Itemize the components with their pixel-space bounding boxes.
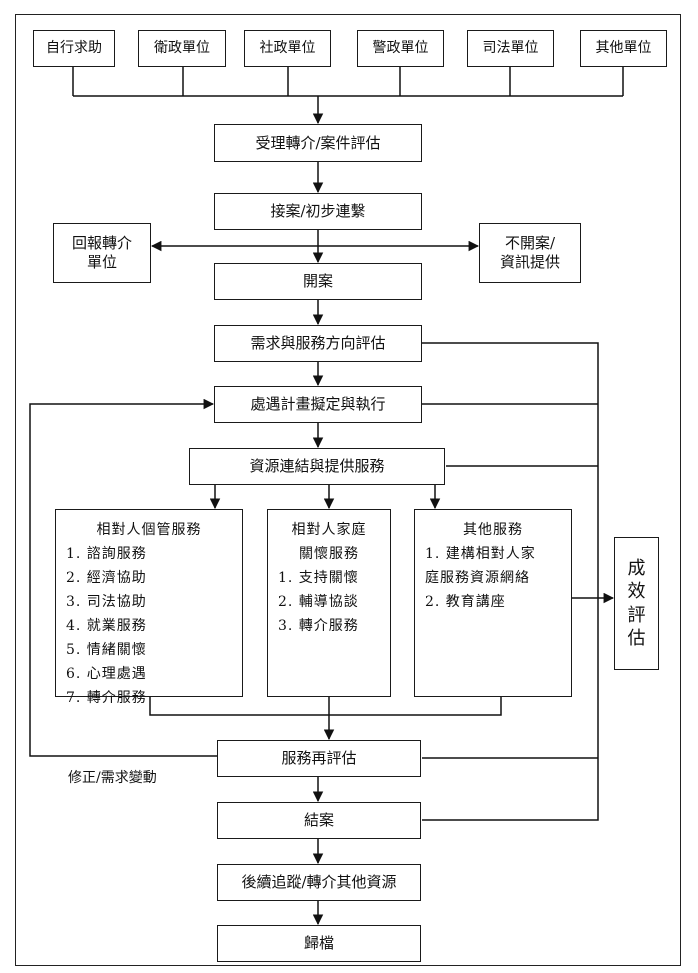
list-item: 4. 就業服務 bbox=[66, 618, 147, 634]
right-loop-line bbox=[422, 342, 599, 821]
loop-label: 修正/需求變動 bbox=[68, 770, 157, 786]
list-item: 3. 司法協助 bbox=[66, 594, 147, 610]
list-item: 1. 建構相對人家 bbox=[425, 546, 536, 562]
feedback-loop bbox=[29, 398, 217, 757]
panel-individual-services: 相對人個管服務 1. 諮詢服務 2. 經濟協助 3. 司法協助 4. 就業服務 … bbox=[55, 509, 243, 706]
list-item: 2. 經濟協助 bbox=[66, 570, 147, 586]
step-treatment-plan: 處遇計畫擬定與執行 bbox=[214, 386, 422, 423]
list-item: 6. 心理處遇 bbox=[66, 666, 147, 682]
panel-title: 相對人家庭 關懷服務 bbox=[291, 522, 367, 562]
step-report-back: 回報轉介單位 bbox=[53, 223, 151, 283]
panel-other-services: 其他服務 1. 建構相對人家 庭服務資源網絡 2. 教育講座 bbox=[414, 509, 572, 697]
panels-merge bbox=[149, 697, 502, 716]
step-accept-case: 接案/初步連繫 bbox=[214, 193, 422, 230]
source-social-agency: 社政單位 bbox=[244, 30, 331, 67]
step-intake: 受理轉介/案件評估 bbox=[214, 124, 422, 162]
list-item: 2. 輔導協談 bbox=[278, 594, 359, 610]
source-health-agency: 衛政單位 bbox=[138, 30, 226, 67]
list-item: 2. 教育講座 bbox=[425, 594, 506, 610]
list-item: 1. 諮詢服務 bbox=[66, 546, 147, 562]
list-item: 3. 轉介服務 bbox=[278, 618, 359, 634]
step-needs-assessment: 需求與服務方向評估 bbox=[214, 325, 422, 362]
step-open-case: 開案 bbox=[214, 263, 422, 300]
step-reassessment: 服務再評估 bbox=[217, 740, 421, 777]
step-followup: 後續追蹤/轉介其他資源 bbox=[217, 864, 421, 901]
source-other-agency: 其他單位 bbox=[580, 30, 667, 67]
page-border bbox=[15, 14, 681, 966]
list-item: 7. 轉介服務 bbox=[66, 690, 147, 706]
panel-family-services: 相對人家庭 關懷服務 1. 支持關懷 2. 輔導協談 3. 轉介服務 bbox=[267, 509, 391, 697]
step-archive: 歸檔 bbox=[217, 925, 421, 962]
list-item: 1. 支持關懷 bbox=[278, 570, 359, 586]
step-not-open: 不開案/資訊提供 bbox=[479, 223, 581, 283]
outcome-evaluation: 成 效 評 估 bbox=[614, 537, 659, 670]
step-close-case: 結案 bbox=[217, 802, 421, 839]
step-resource-linking: 資源連結與提供服務 bbox=[189, 448, 445, 485]
source-judicial-agency: 司法單位 bbox=[467, 30, 554, 67]
list-item: 庭服務資源網絡 bbox=[425, 570, 530, 586]
source-police-agency: 警政單位 bbox=[357, 30, 444, 67]
list-item: 5. 情緒關懷 bbox=[66, 642, 147, 658]
panel-title: 相對人個管服務 bbox=[96, 522, 202, 538]
panel-title: 其他服務 bbox=[463, 522, 523, 538]
source-self-help: 自行求助 bbox=[33, 30, 115, 67]
